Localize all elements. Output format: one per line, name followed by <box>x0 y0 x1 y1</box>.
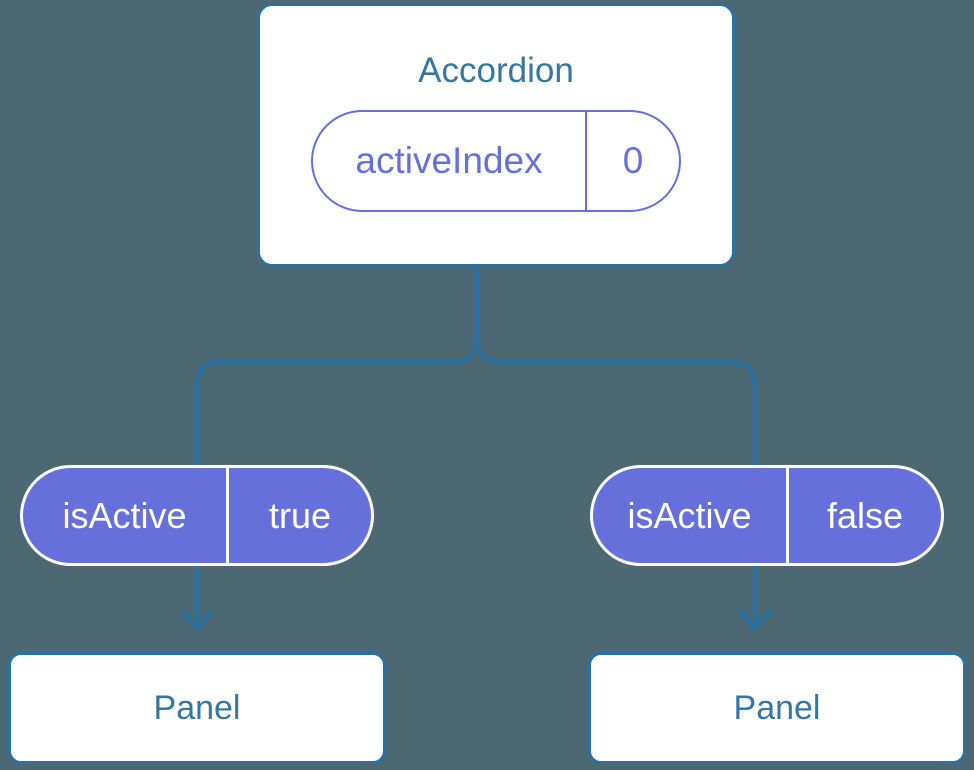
accordion-node: Accordion activeIndex 0 <box>257 3 735 267</box>
state-pill-name: activeIndex <box>355 139 543 181</box>
prop-pill-left-name: isActive <box>62 494 187 536</box>
prop-pill-right-name: isActive <box>627 494 752 536</box>
arrowhead-left-icon <box>180 609 214 632</box>
arrowhead-right-icon <box>738 609 772 632</box>
state-pill: activeIndex 0 <box>311 109 681 212</box>
state-pill-value: 0 <box>585 111 679 210</box>
prop-pill-left: isActive true <box>20 465 374 566</box>
panel-node-right-title: Panel <box>733 688 821 727</box>
panel-node-left-title: Panel <box>153 688 241 727</box>
panel-node-left: Panel <box>8 652 386 764</box>
panel-node-right: Panel <box>588 652 966 764</box>
connector-right-branch <box>474 267 758 621</box>
prop-pill-left-value: true <box>226 468 371 563</box>
prop-pill-right-value: false <box>786 468 941 563</box>
accordion-node-title: Accordion <box>418 51 574 90</box>
prop-pill-right: isActive false <box>590 465 944 566</box>
connector-left-branch <box>194 267 480 621</box>
